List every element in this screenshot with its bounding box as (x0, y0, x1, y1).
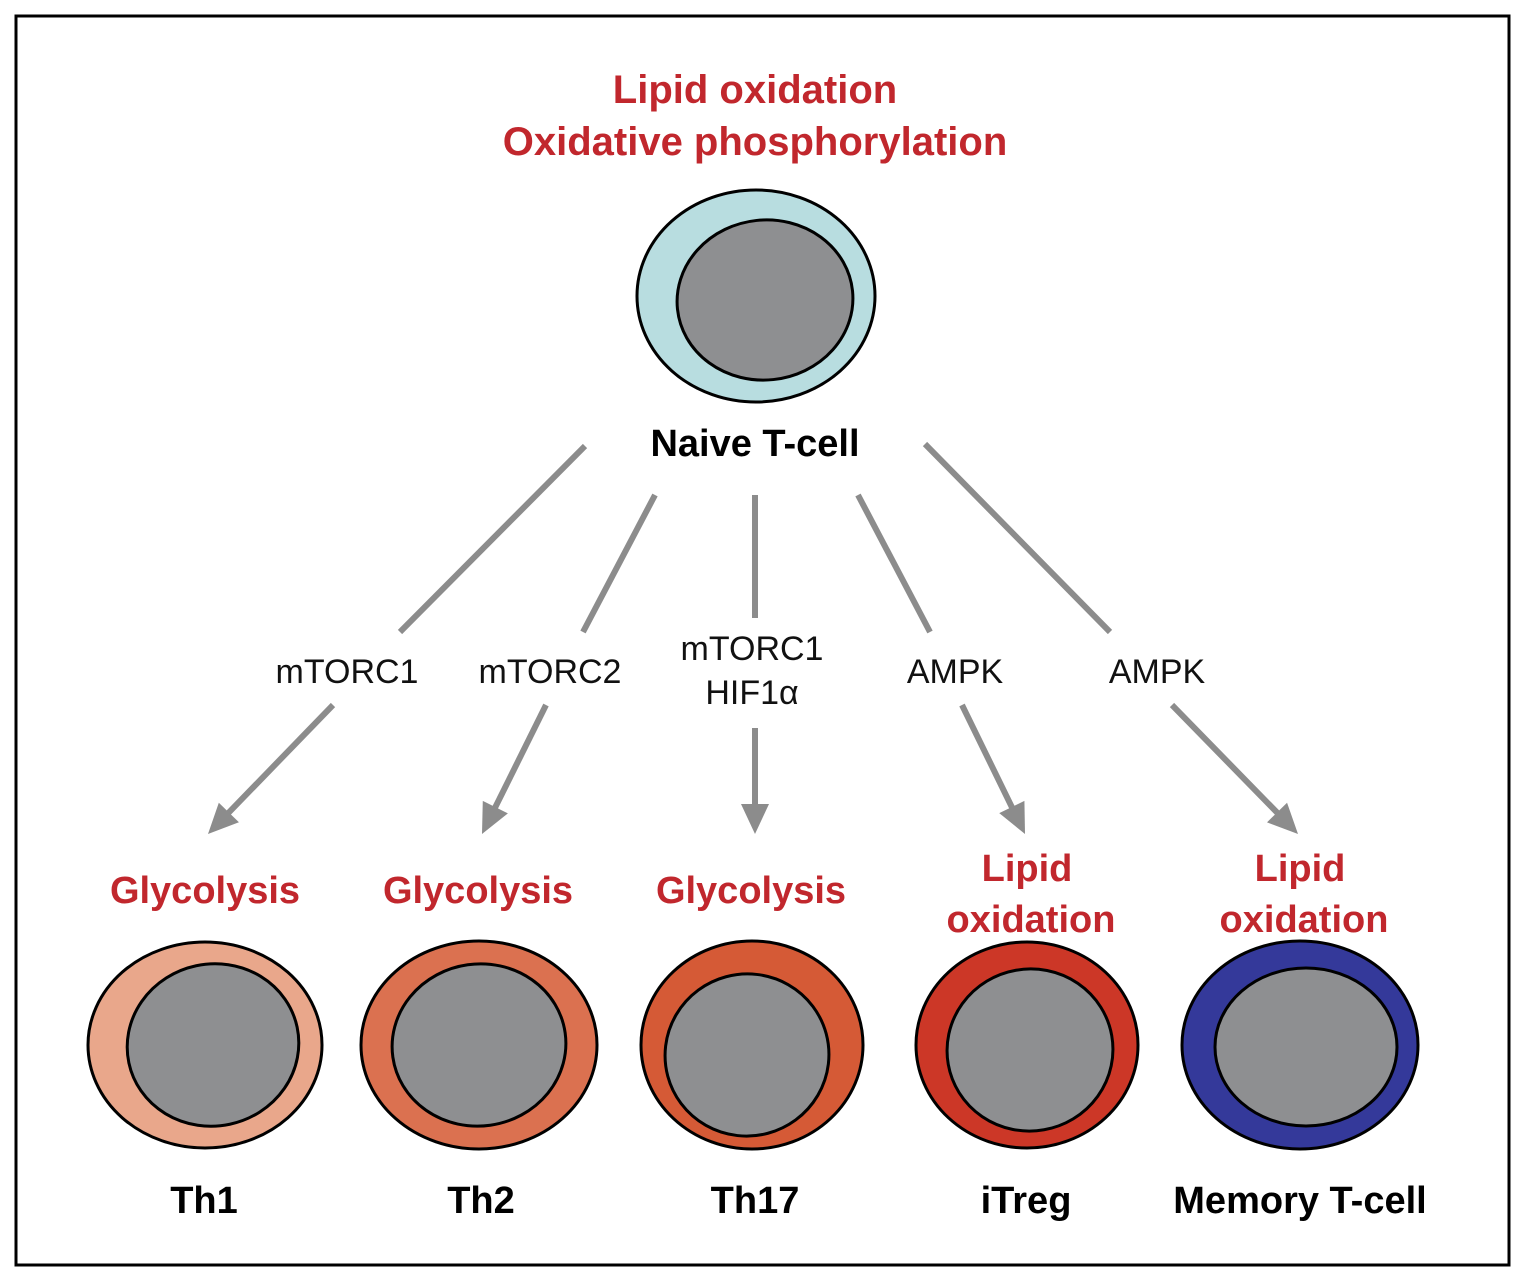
arrow-head-icon (1267, 802, 1298, 834)
arrow-shaft-lower (959, 703, 1017, 812)
th2-cell-icon (359, 939, 599, 1151)
itreg-nucleus (945, 967, 1115, 1133)
naive-metabolism-line1: Lipid oxidation (613, 68, 897, 112)
arrow-to-th2 (482, 493, 658, 834)
itreg-cell-icon (914, 940, 1140, 1150)
arrow-shaft-lower (1169, 702, 1282, 818)
naive-t-cell-label: Naive T-cell (650, 423, 859, 465)
arrow-shaft-upper (922, 441, 1113, 635)
th1-label: Th1 (170, 1180, 238, 1222)
memory-t-cell-label: Memory T-cell (1173, 1180, 1426, 1222)
th1-nucleus (125, 962, 301, 1128)
th17-metabolism: Glycolysis (656, 870, 846, 912)
th1-metabolism: Glycolysis (110, 870, 300, 912)
itreg-label: iTreg (981, 1180, 1072, 1222)
arrow-head-icon (208, 802, 239, 834)
arrow-to-th17 (741, 495, 769, 834)
pathway-label-memory: AMPK (1109, 653, 1206, 691)
th2-label: Th2 (447, 1180, 515, 1222)
arrow-shaft-upper (580, 493, 658, 634)
memory-metabolism-line1: Lipid (1255, 848, 1346, 890)
pathway-label-th2: mTORC2 (479, 653, 622, 691)
th2-nucleus (390, 962, 568, 1128)
th2-metabolism: Glycolysis (383, 870, 573, 912)
arrow-head-icon (741, 804, 769, 834)
arrow-to-memory-t-cell (922, 441, 1298, 834)
arrow-shaft-upper (397, 443, 588, 635)
naive-t-cell-icon (635, 188, 877, 404)
arrow-to-itreg (855, 493, 1025, 834)
pathway-label-th17-line2: HIF1α (705, 674, 798, 712)
arrow-shaft-upper (855, 493, 933, 634)
arrow-head-icon (482, 800, 508, 834)
arrow-shaft-lower (490, 703, 549, 813)
itreg-metabolism-line1: Lipid (982, 848, 1073, 890)
pathway-label-th1: mTORC1 (276, 653, 419, 691)
th17-cell-icon (639, 939, 865, 1151)
arrow-shaft-lower (223, 702, 336, 818)
pathway-label-itreg: AMPK (907, 653, 1004, 691)
th17-label: Th17 (711, 1180, 800, 1222)
memory-nucleus (1213, 966, 1399, 1128)
memory-metabolism-line2: oxidation (1220, 899, 1389, 941)
arrow-to-th1 (208, 443, 588, 834)
naive-cell-nucleus (675, 218, 855, 382)
pathway-arrows (208, 441, 1298, 834)
naive-metabolism-line2: Oxidative phosphorylation (503, 120, 1008, 164)
th1-cell-icon (86, 940, 324, 1150)
pathway-label-th17-line1: mTORC1 (681, 630, 824, 668)
itreg-metabolism-line2: oxidation (947, 899, 1116, 941)
memory-cell-icon (1180, 939, 1420, 1151)
arrow-head-icon (999, 800, 1025, 834)
th17-nucleus (663, 972, 831, 1138)
